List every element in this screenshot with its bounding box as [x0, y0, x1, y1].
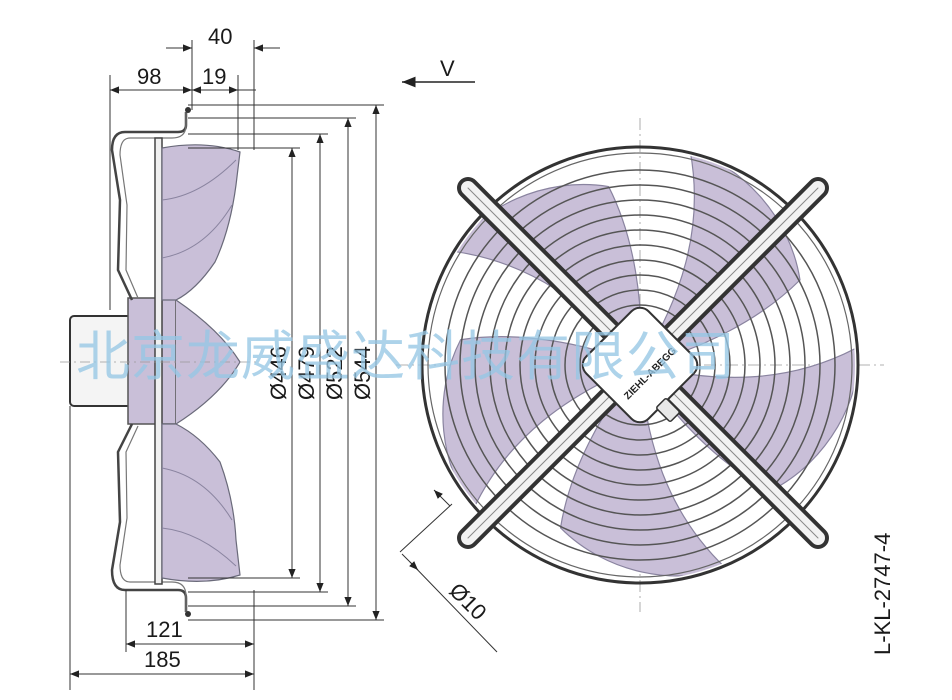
dim-diameter-544: Ø544 [350, 346, 375, 400]
dim-185: 185 [144, 647, 181, 672]
side-view-dimensions [69, 40, 384, 690]
drawing-code: L-KL-2747-4 [870, 533, 895, 655]
view-label: V [440, 56, 455, 81]
side-view [60, 107, 256, 617]
front-view: ZIEHL-ABEGG [396, 118, 884, 612]
dim-121: 121 [146, 617, 183, 642]
guard-rings [444, 169, 836, 561]
view-direction-arrow: V [402, 56, 475, 88]
nozzle-ring [154, 137, 163, 585]
dim-19: 19 [202, 64, 226, 89]
dim-diameter-479: Ø479 [294, 346, 319, 400]
center-plate [581, 306, 699, 424]
motor-housing [69, 315, 133, 407]
impeller-blade [638, 345, 855, 492]
dim-diameter-522: Ø522 [322, 346, 347, 400]
blade-profile-lower [161, 423, 241, 582]
dim-hole-diameter-10: Ø10 [444, 578, 491, 625]
hub [127, 297, 177, 425]
impeller-blade [442, 336, 642, 511]
guard-outer-ring [420, 145, 860, 585]
blade-profile-upper [161, 144, 241, 301]
dim-diameter-446: Ø446 [266, 346, 291, 400]
side-view-dimension-labels: 40 98 19 121 185 Ø446 Ø479 Ø522 Ø544 [137, 24, 375, 672]
mounting-hole-dimension [399, 489, 498, 653]
dim-40: 40 [208, 24, 232, 49]
cable-gland [656, 398, 680, 422]
dim-98: 98 [137, 64, 161, 89]
